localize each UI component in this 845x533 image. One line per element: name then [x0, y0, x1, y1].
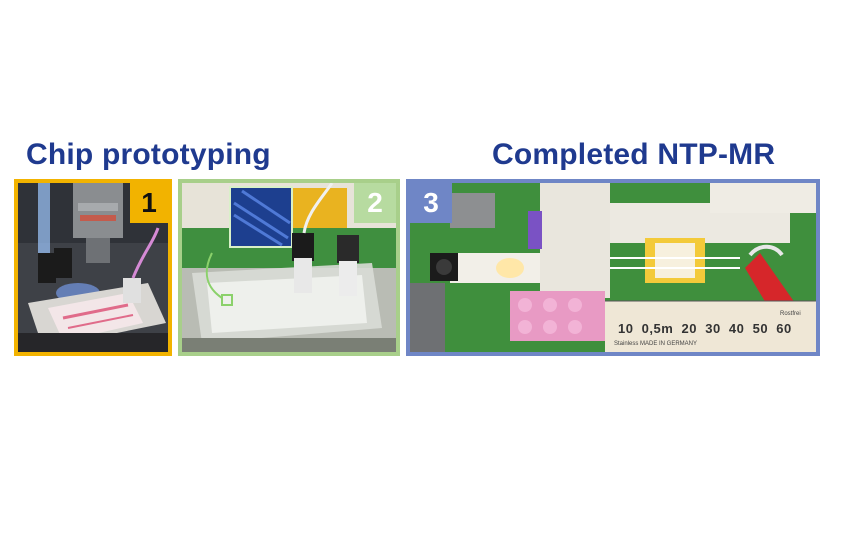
completed-ntp-mr-heading: Completed NTP-MR	[492, 138, 776, 171]
ruler-scale-numbers: 10 0,5m 20 30 40 50 60	[618, 321, 792, 336]
photo-panel-2: 2	[178, 179, 400, 356]
chip-prototyping-heading: Chip prototyping	[26, 138, 271, 171]
photo-panel-3: 3 10 0,5m 20 30 40 50 60 Stainless MADE …	[406, 179, 820, 356]
step-badge-3: 3	[410, 183, 452, 223]
step-badge-1: 1	[130, 183, 168, 223]
ruler-brand: Rostfrei	[780, 311, 801, 317]
photo-panel-1: 1	[14, 179, 172, 356]
completed-device-photo	[410, 183, 816, 352]
ruler-imprint: Stainless MADE IN GERMANY	[614, 341, 698, 347]
step-badge-2: 2	[354, 183, 396, 223]
